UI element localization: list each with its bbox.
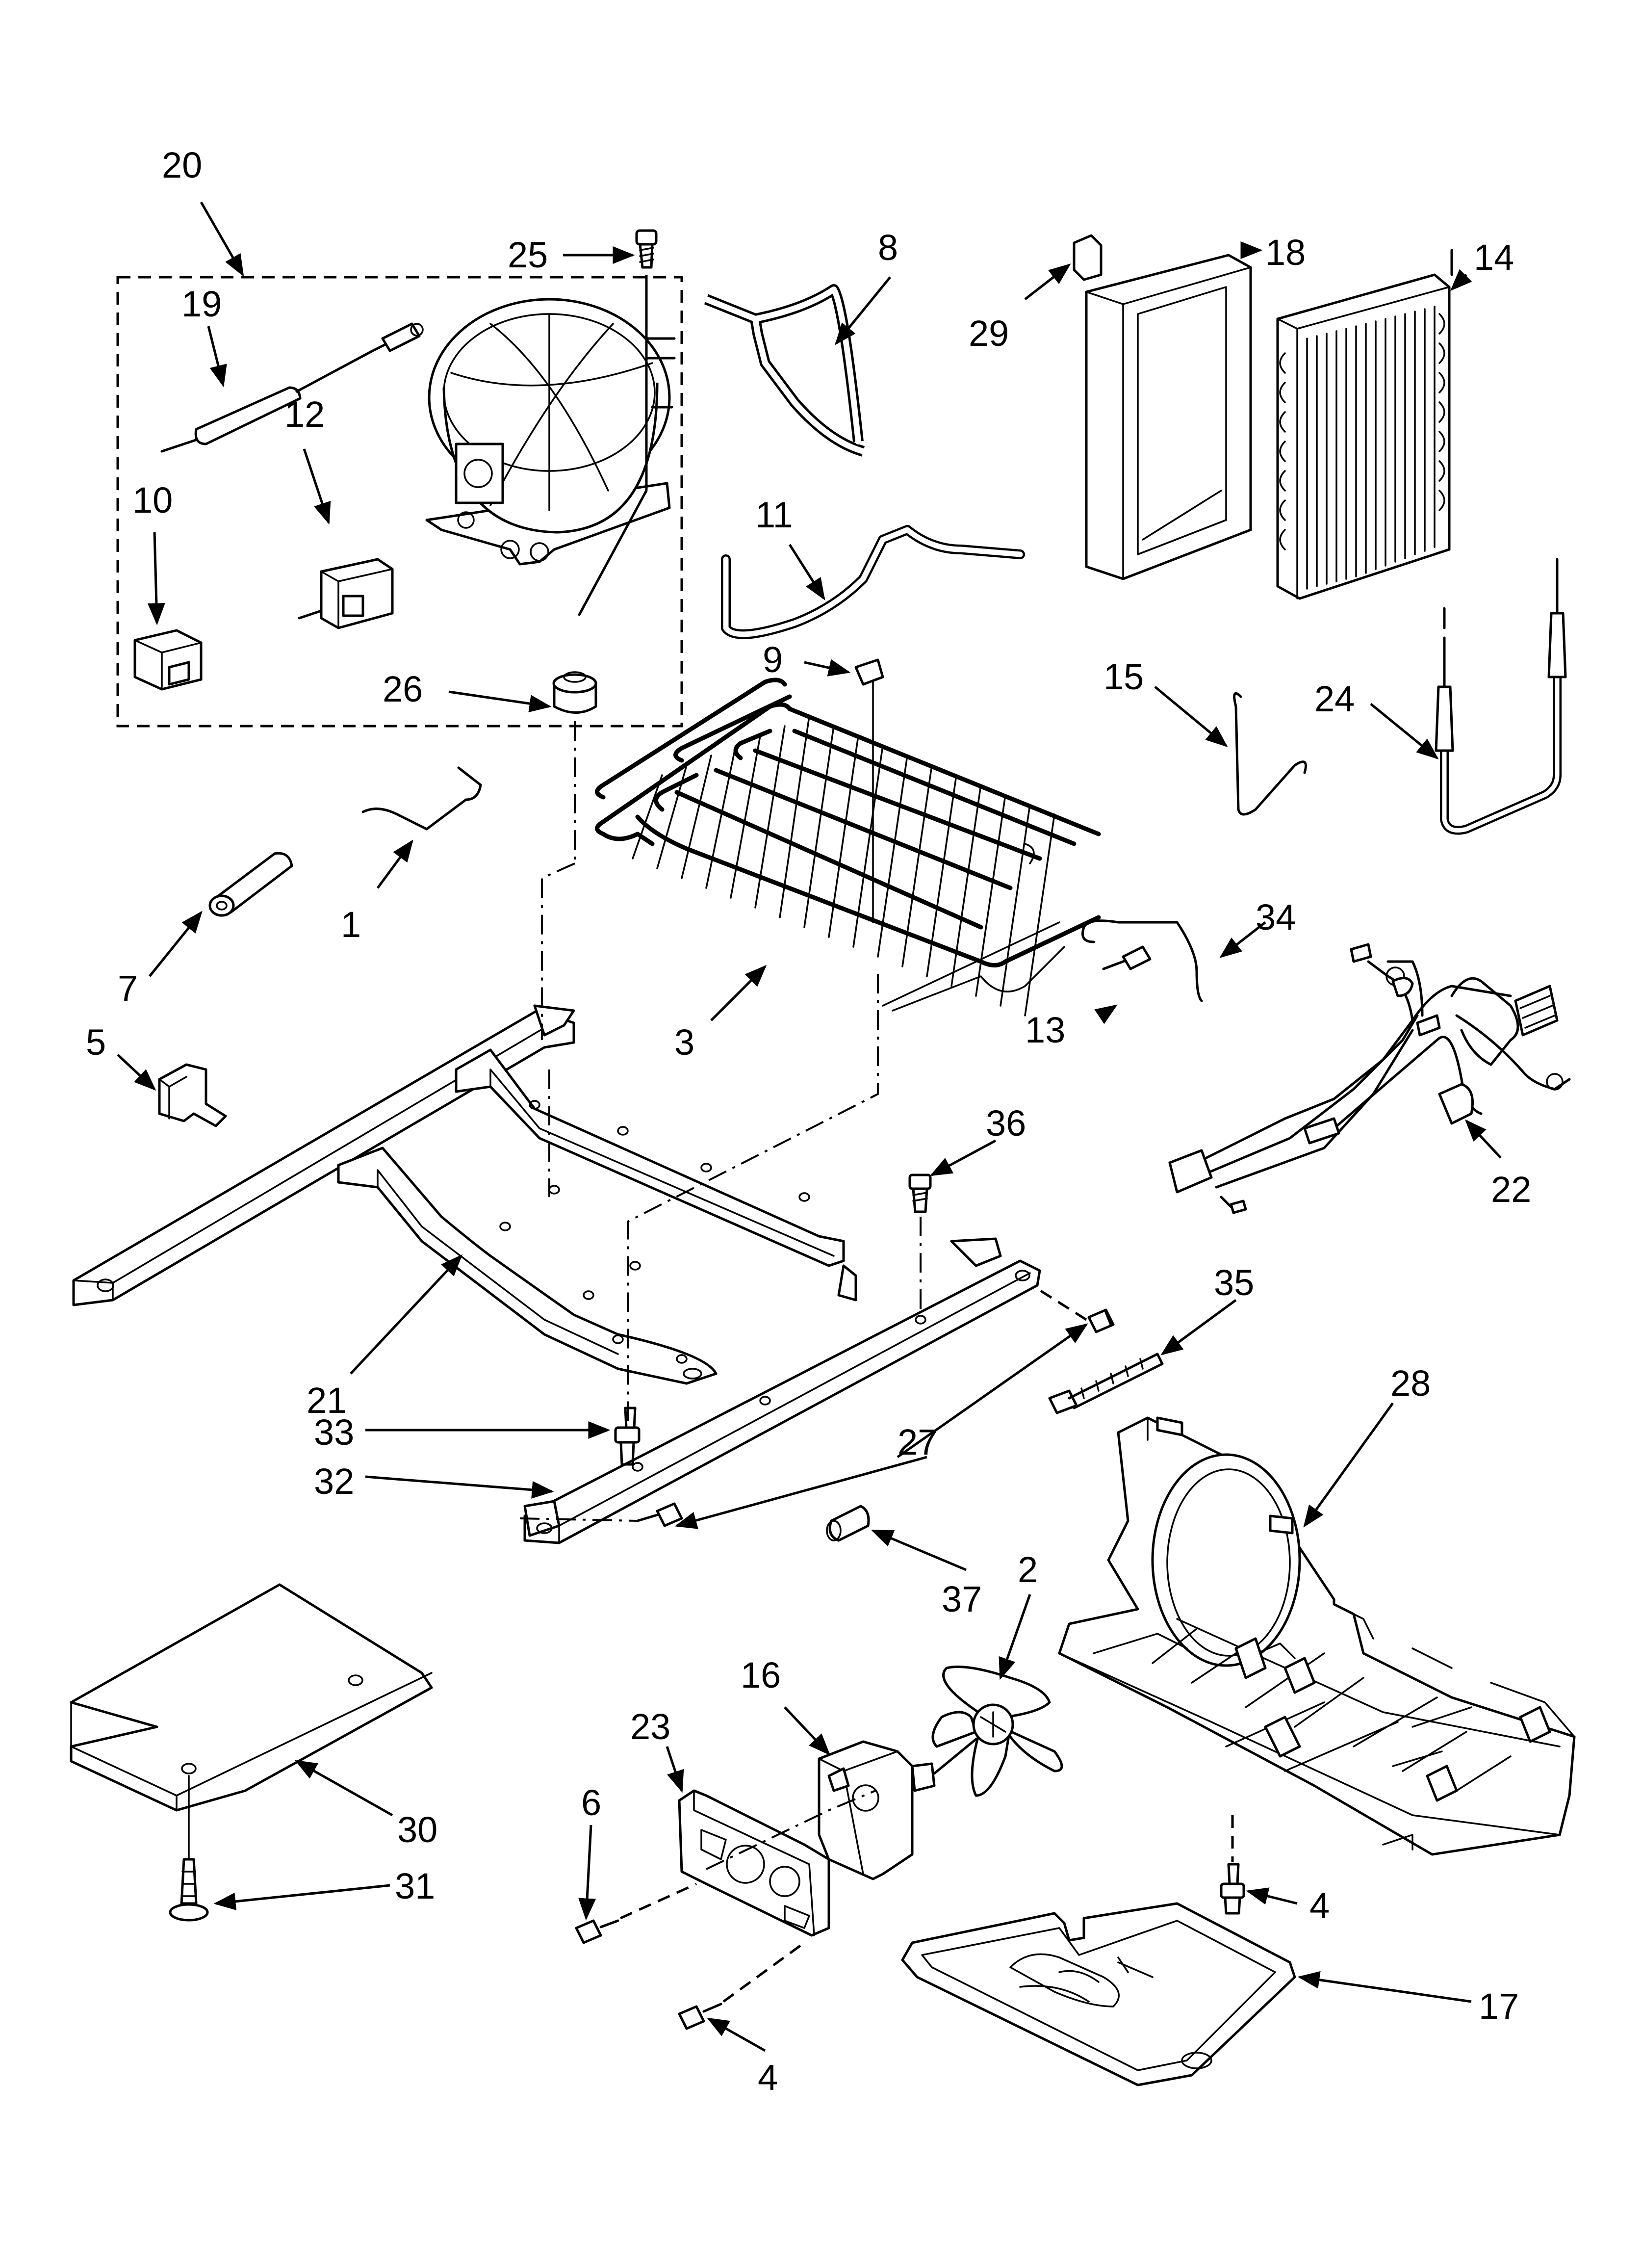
evaporator[interactable] (595, 678, 1101, 1017)
callout-35: 35 (1214, 1262, 1254, 1303)
callout-33: 33 (314, 1412, 354, 1453)
callout-25: 25 (508, 235, 548, 275)
callout-21: 21 (307, 1380, 347, 1421)
capillary-tube[interactable] (1435, 558, 1567, 835)
callout-30: 30 (397, 1809, 437, 1850)
callout-26: 26 (383, 669, 423, 709)
callout-9: 9 (763, 639, 783, 680)
callout-29: 29 (969, 313, 1009, 354)
callout-4-right: 4 (1309, 1885, 1330, 1926)
callout-labels: 20 25 8 18 14 29 19 12 10 11 9 26 15 24 … (86, 145, 1531, 2098)
cover-plate[interactable] (70, 1583, 433, 1812)
callout-1: 1 (341, 904, 361, 945)
callout-2: 2 (1018, 1549, 1038, 1590)
callout-15: 15 (1103, 656, 1144, 697)
screw-27a[interactable] (1087, 1308, 1115, 1333)
callout-24: 24 (1314, 678, 1355, 719)
callout-16: 16 (741, 1655, 781, 1695)
callout-13: 13 (1025, 1010, 1065, 1050)
screw-4a[interactable] (678, 2003, 722, 2030)
callout-14: 14 (1474, 237, 1514, 278)
fan-housing[interactable] (1058, 1416, 1576, 1856)
callout-31: 31 (395, 1866, 435, 1906)
bracket-5[interactable] (158, 1063, 227, 1127)
wire-bracket[interactable] (1233, 692, 1307, 816)
drain-pan[interactable] (901, 1902, 1296, 2086)
callout-28: 28 (1390, 1363, 1431, 1404)
start-relay[interactable] (298, 558, 394, 629)
screw-27b[interactable] (636, 1502, 683, 1527)
grommet[interactable] (552, 671, 597, 714)
screw-13[interactable] (1102, 945, 1152, 970)
callout-11: 11 (755, 495, 793, 535)
plug[interactable] (826, 1505, 870, 1542)
callout-7: 7 (118, 968, 138, 1009)
callout-22: 22 (1491, 1169, 1531, 1210)
condenser[interactable] (1276, 249, 1453, 600)
rivet[interactable] (169, 1858, 209, 1922)
callout-32: 32 (314, 1461, 354, 1502)
terminal-cover[interactable] (133, 629, 203, 691)
frame-rails[interactable] (72, 1004, 857, 1385)
leader-lines (117, 201, 1502, 2052)
ground-wire[interactable] (1081, 919, 1203, 1002)
callout-3: 3 (674, 1022, 694, 1063)
clip[interactable] (1073, 234, 1103, 281)
base-rail[interactable] (523, 1237, 1041, 1544)
tube-clip[interactable] (854, 658, 884, 686)
fan-blade[interactable] (931, 1666, 1063, 1797)
screw-36[interactable] (908, 1173, 932, 1213)
callout-17: 17 (1479, 1986, 1519, 2027)
callout-34: 34 (1256, 897, 1296, 938)
callout-6: 6 (581, 1782, 601, 1823)
fan-motor[interactable] (818, 1738, 977, 1880)
wire-spring[interactable] (361, 766, 482, 831)
callout-18: 18 (1265, 232, 1306, 273)
screw-4b[interactable] (1220, 1863, 1245, 1915)
suction-tube[interactable] (721, 525, 1025, 639)
callout-8: 8 (878, 227, 898, 268)
screw-6[interactable] (575, 1919, 619, 1944)
callout-4-left: 4 (758, 2057, 778, 2098)
callout-19: 19 (181, 284, 222, 324)
callout-5: 5 (86, 1022, 106, 1063)
condenser-shroud[interactable] (1085, 254, 1252, 580)
callout-27: 27 (898, 1422, 938, 1462)
callout-37: 37 (942, 1579, 982, 1619)
screw-33[interactable] (614, 1407, 641, 1466)
compressor[interactable] (425, 298, 676, 566)
motor-bracket[interactable] (678, 1789, 830, 1937)
filter-drier[interactable] (160, 322, 424, 453)
compressor-kit-box (116, 276, 683, 728)
insulation-tube[interactable] (208, 852, 293, 917)
callout-36: 36 (986, 1103, 1026, 1144)
callout-12: 12 (284, 394, 325, 435)
callout-10: 10 (132, 480, 173, 521)
callout-23: 23 (630, 1706, 670, 1747)
ground-screw[interactable] (635, 229, 658, 269)
callout-20: 20 (162, 145, 202, 185)
wiring-harness[interactable] (1168, 943, 1571, 1214)
cable-tie[interactable] (1048, 1353, 1164, 1414)
